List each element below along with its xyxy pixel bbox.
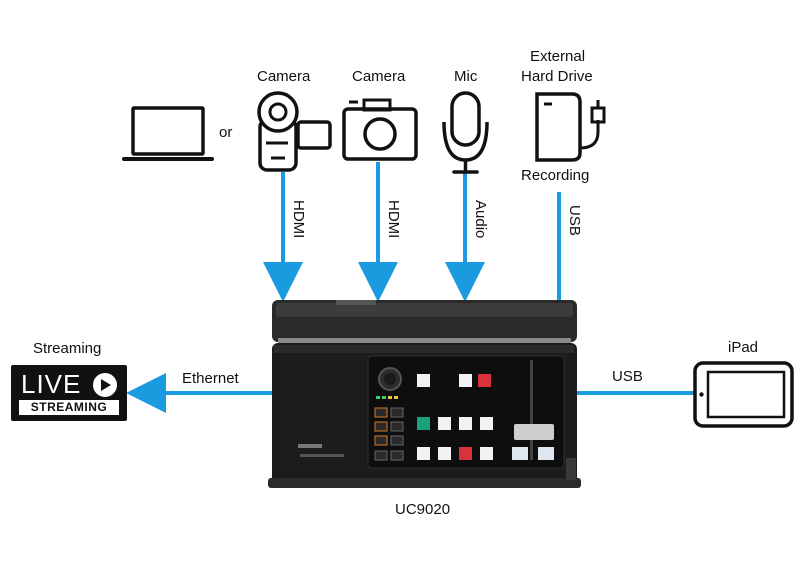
usb-top-label: USB xyxy=(566,205,583,236)
live-streaming-icon: LIVE STREAMING xyxy=(11,365,127,421)
audio-label: Audio xyxy=(472,200,489,239)
mic-label: Mic xyxy=(454,68,478,85)
recording-label: Recording xyxy=(521,167,590,184)
camera-right-label: Camera xyxy=(352,68,406,85)
hdmi-left-label: HDMI xyxy=(290,200,307,239)
streaming-label: Streaming xyxy=(33,340,102,357)
device-label: UC9020 xyxy=(395,501,451,518)
hdmi-right-label: HDMI xyxy=(385,200,402,239)
camera-left-label: Camera xyxy=(257,68,311,85)
streaming-band: STREAMING xyxy=(19,400,119,415)
or-label: or xyxy=(219,124,233,141)
usb-right-label: USB xyxy=(612,368,643,385)
live-text: LIVE xyxy=(21,369,82,399)
ipad-label: iPad xyxy=(728,339,759,356)
hard-drive-label: Hard Drive xyxy=(521,68,593,85)
ethernet-label: Ethernet xyxy=(182,370,239,387)
external-label: External xyxy=(530,48,586,65)
play-icon xyxy=(93,373,117,397)
